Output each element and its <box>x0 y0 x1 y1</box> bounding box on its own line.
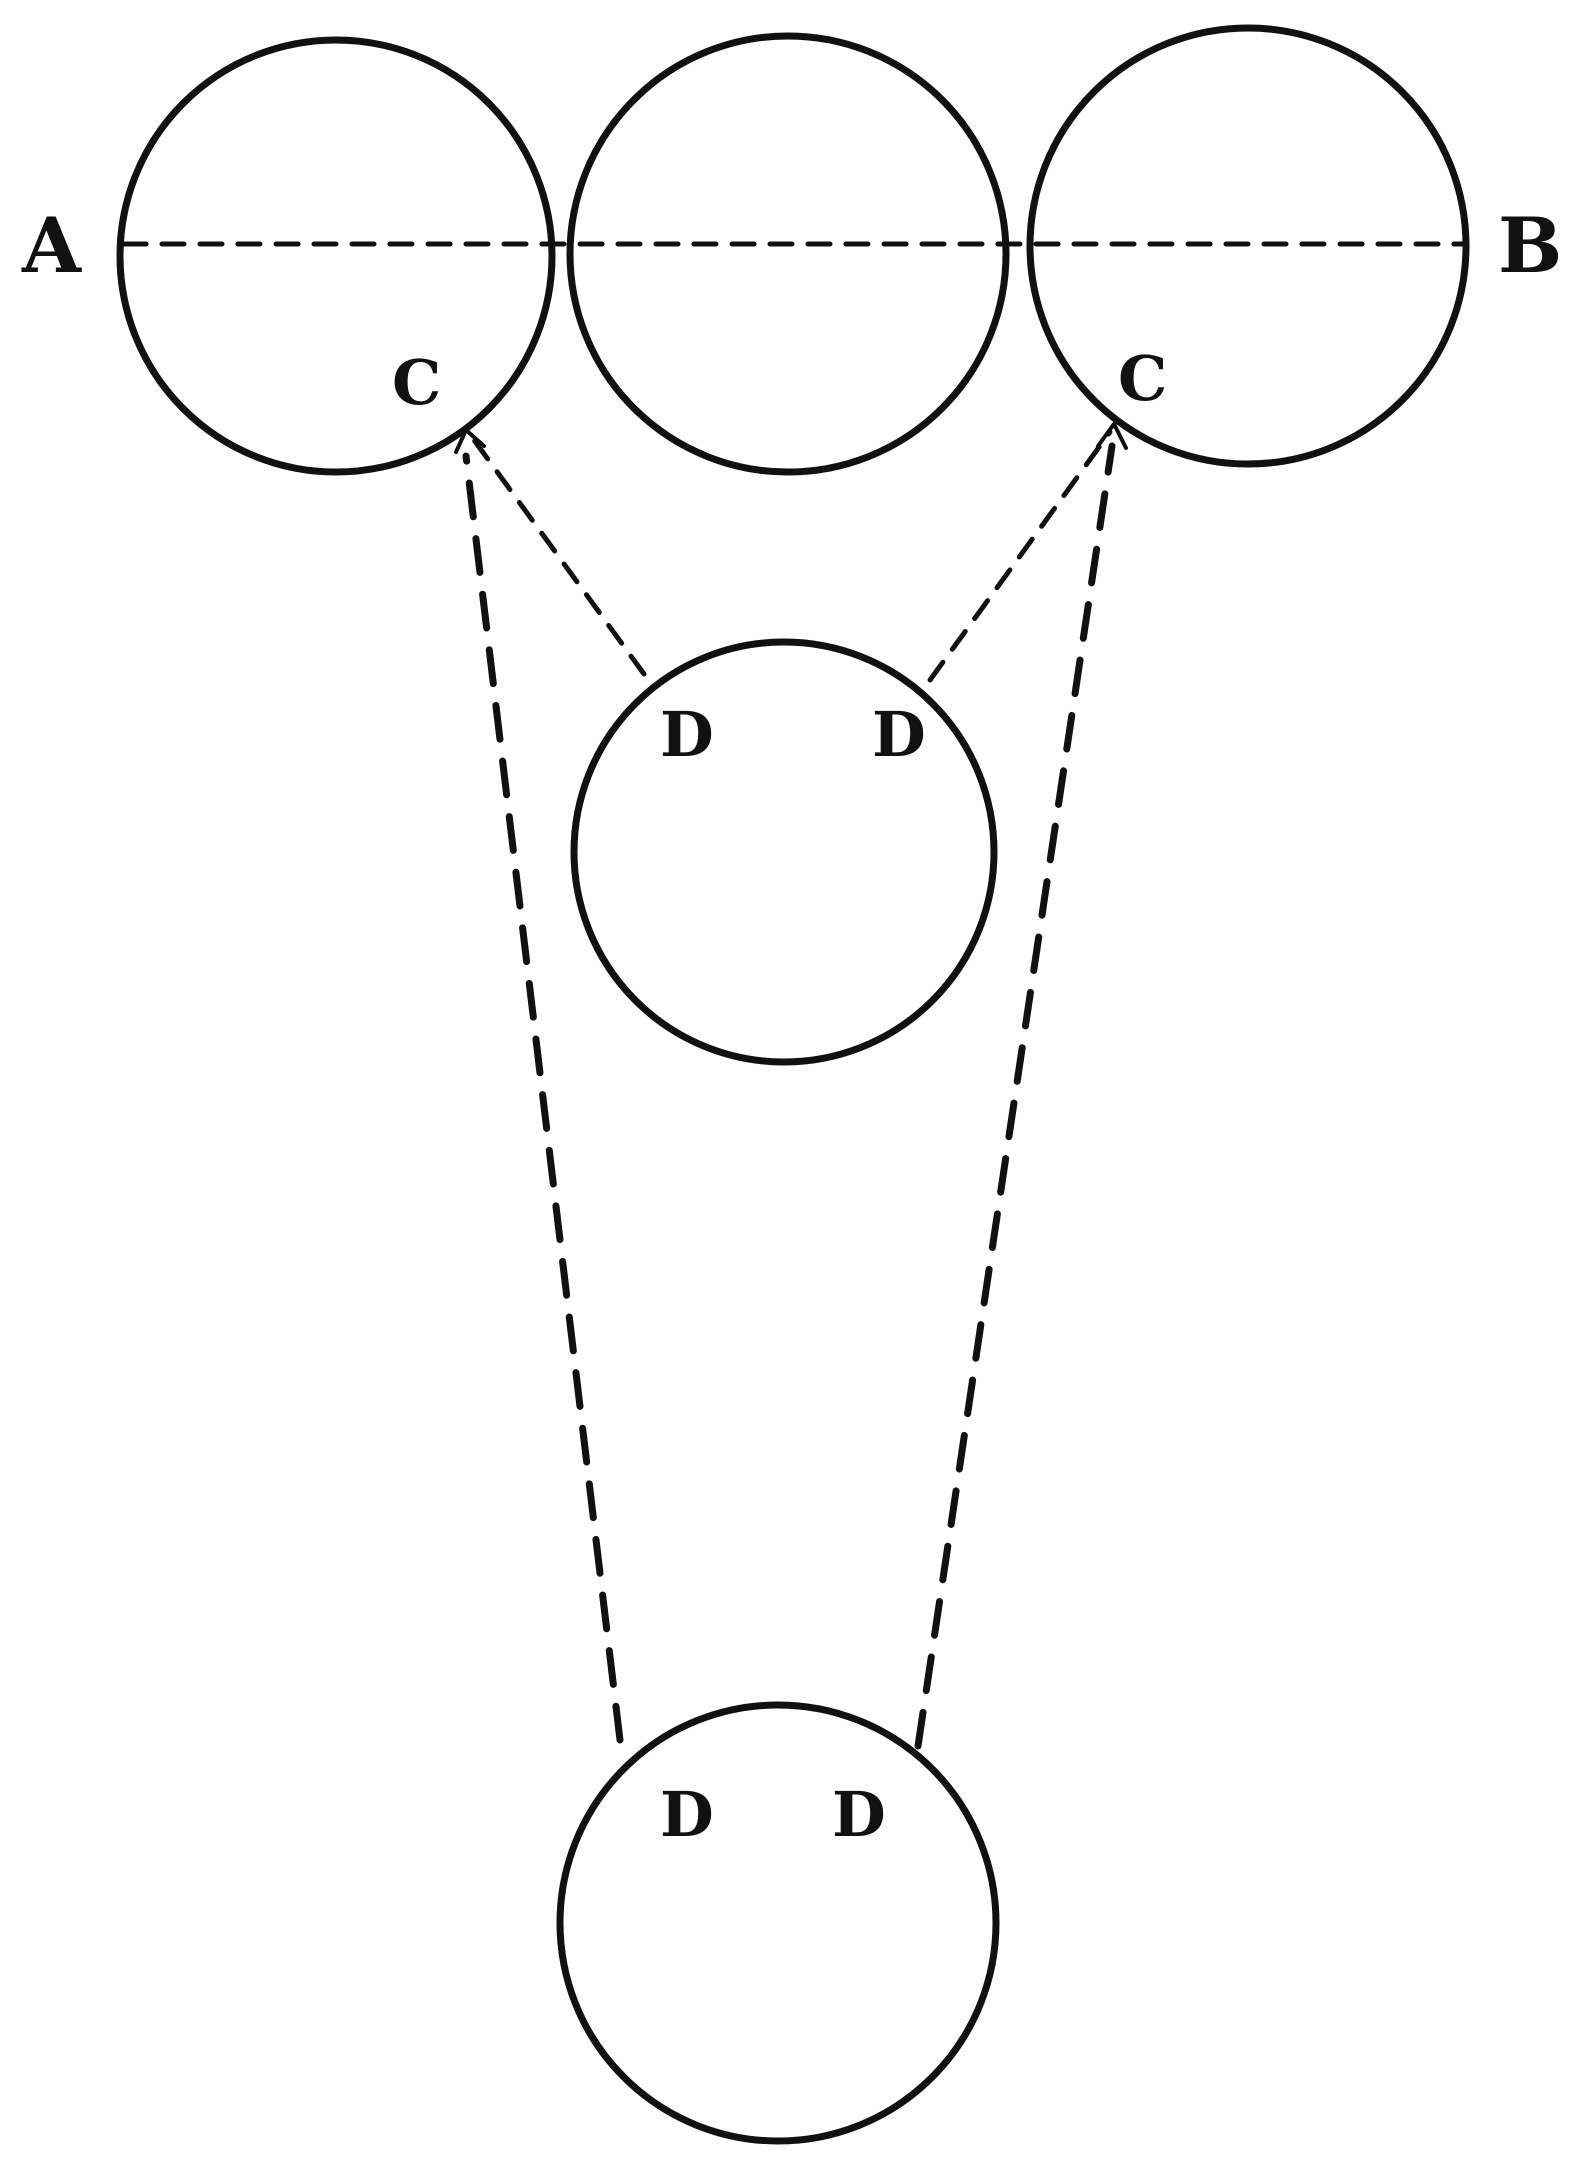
line-d-bottom-left-to-c-left <box>462 452 624 1744</box>
top-middle-circle <box>566 32 1010 476</box>
line-d-mid-right-to-c-right <box>927 429 1113 683</box>
arrowhead-c-left <box>454 426 486 454</box>
arrowhead-c-right <box>1096 420 1128 450</box>
line-d-bottom-right-to-c-right <box>914 442 1116 1750</box>
label-c-right: C <box>1118 342 1167 415</box>
top-left-circle <box>116 36 556 476</box>
label-b: B <box>1498 201 1562 290</box>
label-d-mid-left: D <box>660 698 714 771</box>
label-a: A <box>21 201 82 290</box>
label-c-left: C <box>392 346 441 419</box>
line-d-mid-left-to-c-left <box>471 437 647 677</box>
label-d-bottom-left: D <box>660 1778 714 1851</box>
label-d-mid-right: D <box>872 698 926 771</box>
top-right-circle <box>1026 24 1470 468</box>
label-d-bottom-right: D <box>832 1778 886 1851</box>
middle-circle <box>570 638 998 1066</box>
bottom-circle <box>556 1701 1000 2145</box>
